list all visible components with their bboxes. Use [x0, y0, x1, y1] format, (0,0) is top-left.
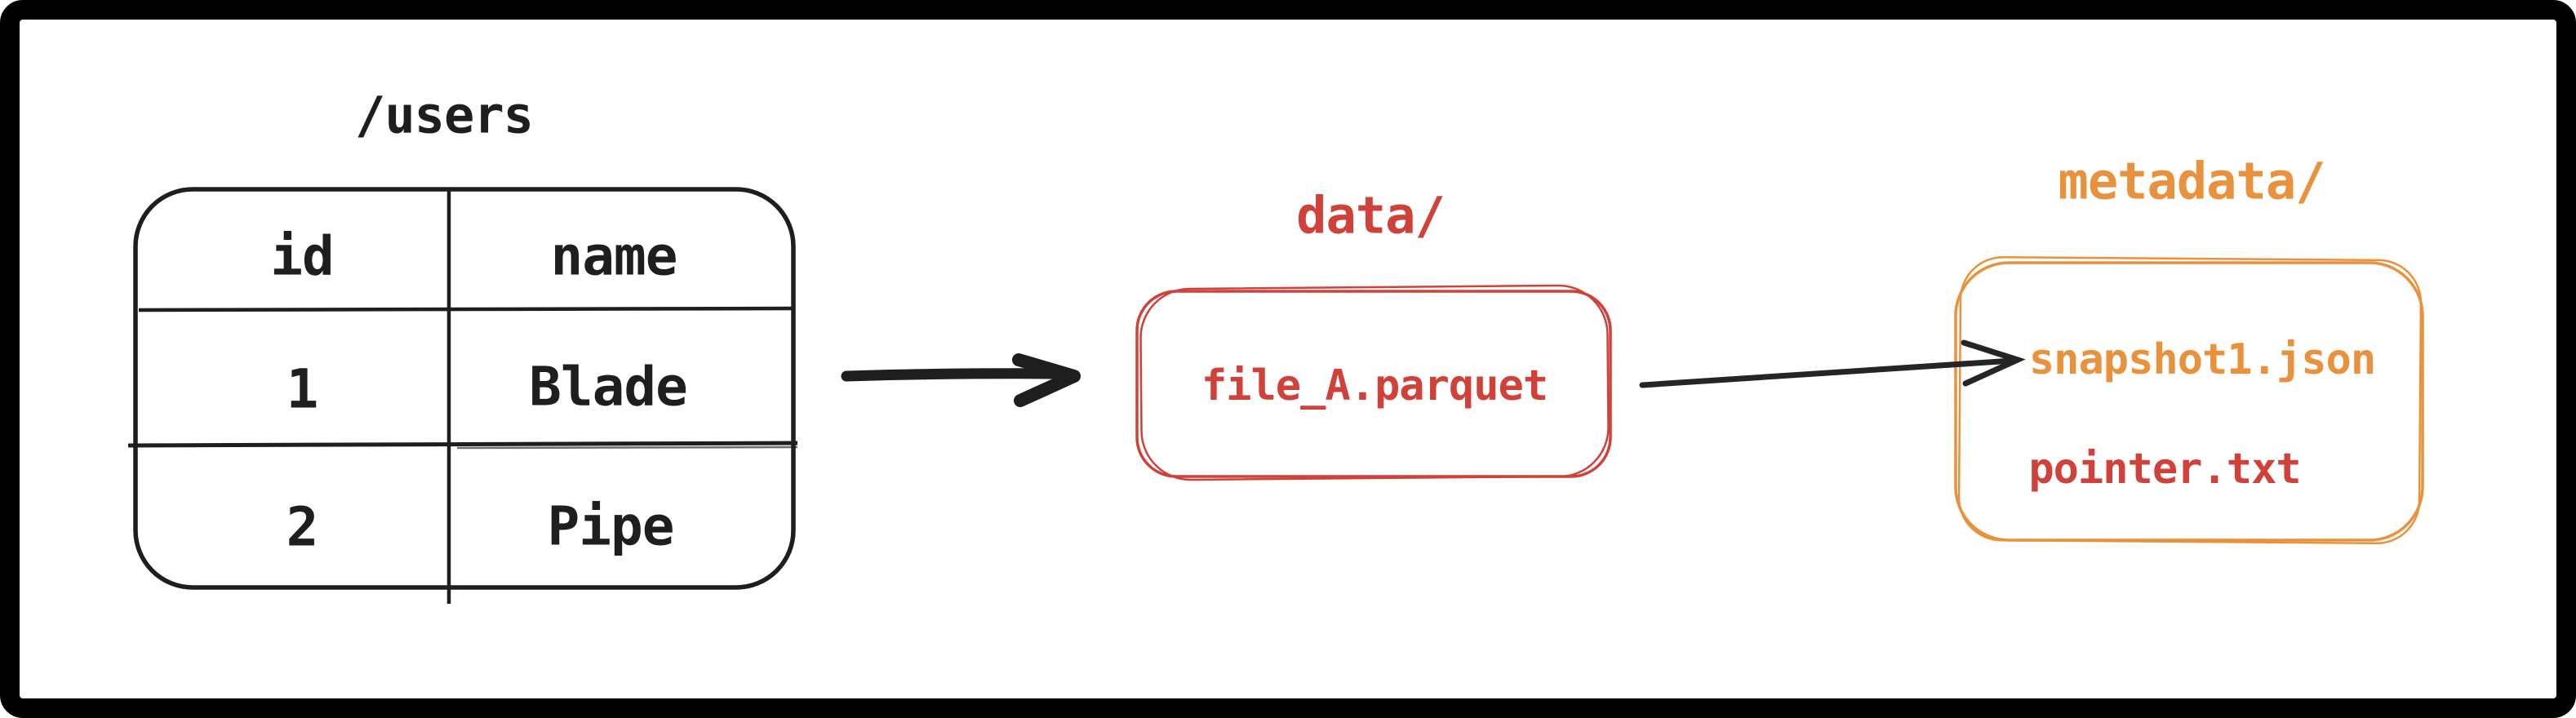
data-folder-label: data/ — [1296, 185, 1446, 246]
arrow-data-to-snapshot-shaft — [1639, 357, 2016, 388]
table-header-id: id — [270, 224, 334, 288]
arrow-data-to-snapshot-head — [1961, 339, 2026, 387]
users-table-title: /users — [355, 85, 534, 145]
table-header-divider — [138, 306, 793, 312]
metadata-box-outline-overdraw — [1957, 255, 2423, 545]
users-table-outline — [133, 187, 796, 590]
table-cell-row1-name: Blade — [529, 355, 688, 419]
table-row-divider — [127, 441, 798, 448]
metadata-file-pointer: pointer.txt — [2028, 445, 2301, 494]
table-cell-row2-id: 2 — [286, 495, 319, 559]
data-box-outline — [1135, 290, 1612, 478]
table-header-name: name — [550, 224, 678, 288]
arrow-table-to-data-head — [1012, 353, 1081, 407]
data-folder-file-parquet: file_A.parquet — [1201, 361, 1548, 410]
table-row-divider-overdraw — [456, 445, 798, 450]
metadata-box-outline — [1954, 261, 2424, 542]
data-box-outline-overdraw — [1139, 284, 1610, 481]
table-cell-row2-name: Pipe — [547, 494, 675, 558]
metadata-file-snapshot: snapshot1.json — [2028, 335, 2376, 384]
arrow-table-to-data-shaft — [841, 368, 1071, 382]
table-cell-row1-id: 1 — [286, 357, 319, 421]
metadata-folder-label: metadata/ — [2058, 151, 2326, 211]
